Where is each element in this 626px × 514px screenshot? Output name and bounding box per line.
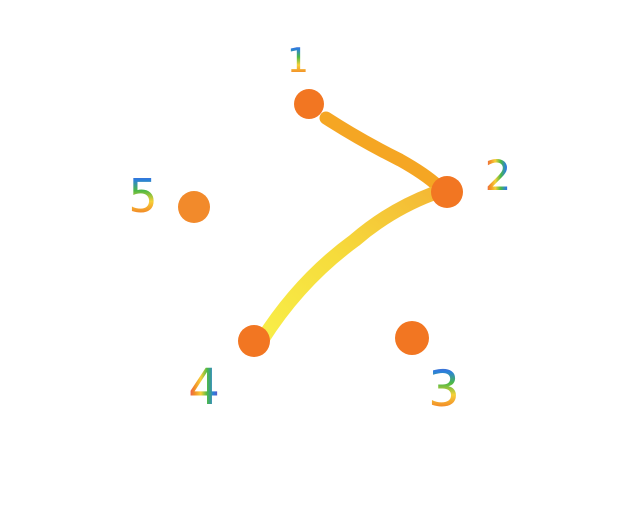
dot-1[interactable] (294, 89, 324, 119)
dot-label-2: 2 (485, 151, 512, 200)
svg-text:1: 1 (287, 41, 309, 81)
drawn-segment-1-2 (319, 111, 445, 193)
dot-label-3: 3 (428, 360, 460, 418)
dot-5[interactable] (178, 191, 210, 223)
dot-label-5: 5 (128, 169, 157, 223)
svg-text:5: 5 (128, 169, 157, 223)
svg-text:3: 3 (428, 360, 460, 418)
svg-text:4: 4 (188, 358, 220, 416)
dot-label-4: 4 (188, 358, 220, 416)
dot-2[interactable] (431, 176, 463, 208)
svg-text:2: 2 (485, 151, 512, 200)
drawn-segment-2-4 (255, 187, 439, 347)
dot-3[interactable] (395, 321, 429, 355)
dot-label-1: 1 (287, 41, 309, 81)
dot-4[interactable] (238, 325, 270, 357)
